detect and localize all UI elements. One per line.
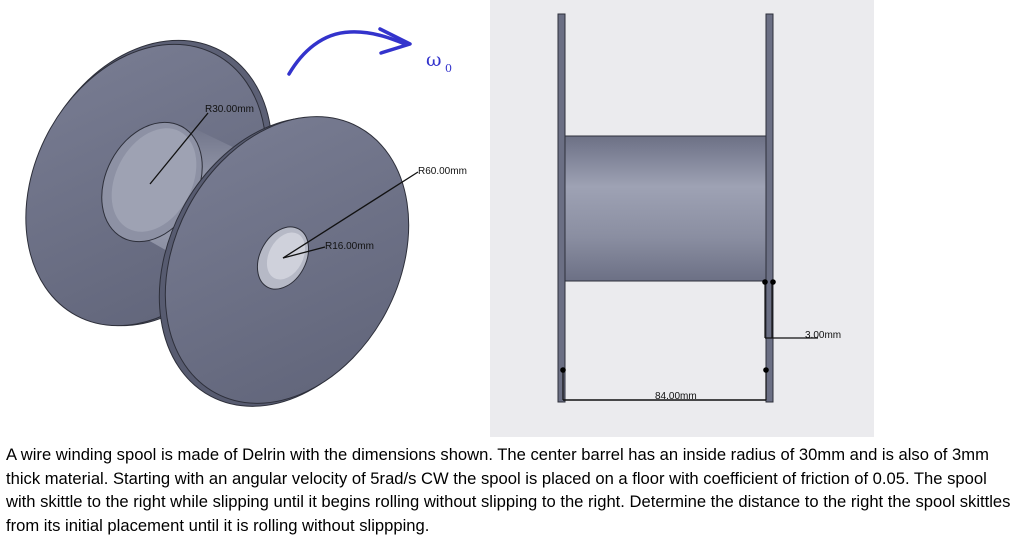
dimension-point (560, 367, 566, 373)
dimension-point (770, 279, 776, 285)
width-label: 84.00mm (655, 391, 697, 402)
flange-radius-label: R60.00mm (418, 166, 467, 177)
isometric-spool: R30.00mm R60.00mm R16.00mm ω 0 (25, 27, 467, 407)
rotation-arrow-icon (287, 27, 412, 76)
hole-radius-label: R16.00mm (325, 241, 374, 252)
side-view-spool: 3.00mm 84.00mm (557, 13, 841, 403)
hole-radius-leader (282, 246, 326, 259)
right-flange (765, 13, 774, 403)
barrel-radius-label: R30.00mm (205, 104, 254, 115)
dimension-point (763, 367, 769, 373)
spool-figure: R30.00mm R60.00mm R16.00mm ω 0 3.00mm 84… (25, 13, 841, 407)
omega-symbol: ω (426, 49, 442, 71)
left-flange (557, 13, 566, 403)
thickness-label: 3.00mm (805, 330, 841, 341)
dimension-point (762, 279, 768, 285)
problem-statement: A wire winding spool is made of Delrin w… (6, 445, 1011, 535)
side-barrel (564, 135, 767, 282)
omega-subscript: 0 (445, 62, 452, 75)
flange-radius-leader (282, 171, 419, 259)
barrel-radius-leader (149, 112, 209, 185)
